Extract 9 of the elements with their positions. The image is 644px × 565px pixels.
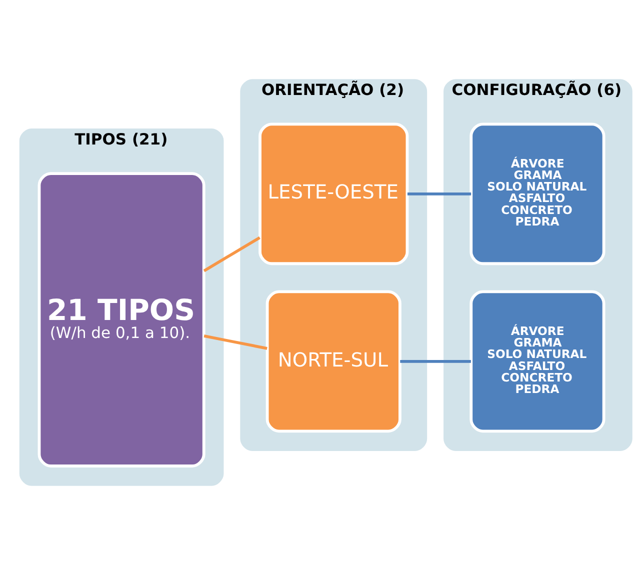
- connector: [407, 192, 472, 196]
- node-box: 21 TIPOS (W/h de 0,1 a 10).: [38, 172, 206, 468]
- node-box: ÁRVORE GRAMA SOLO NATURAL ASFALTO CONCRETO PEDRA: [470, 290, 606, 433]
- node-box: ÁRVORE GRAMA SOLO NATURAL ASFALTO CONCRETO PEDRA: [470, 122, 606, 266]
- connector: [204, 334, 268, 350]
- connector: [400, 360, 471, 363]
- node-box: LESTE-OESTE: [258, 122, 409, 266]
- connector: [203, 236, 260, 272]
- node-box: NORTE-SUL: [266, 290, 402, 433]
